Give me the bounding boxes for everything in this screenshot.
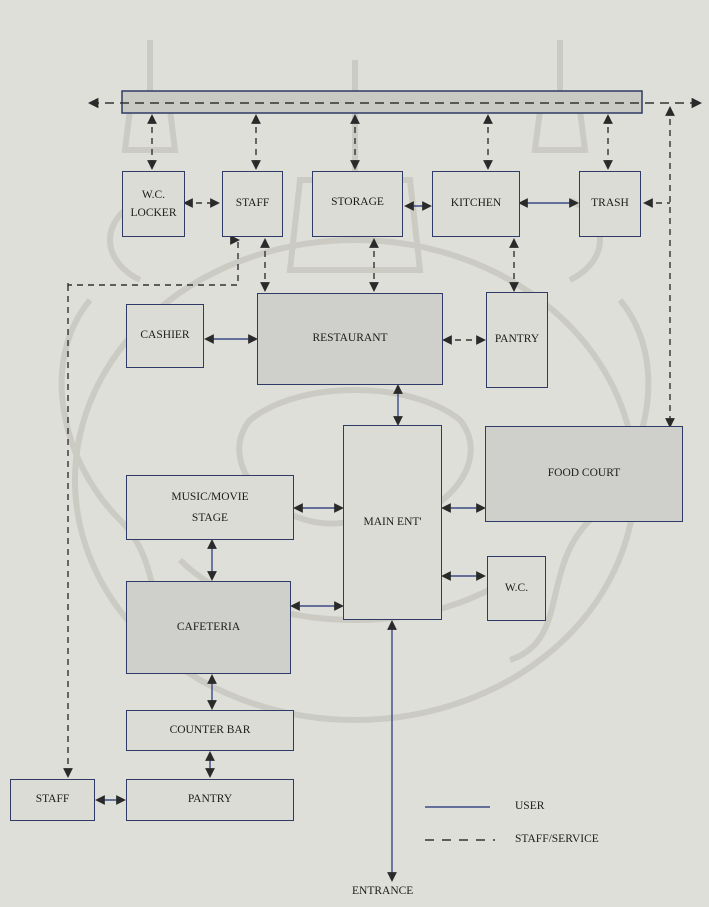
legend-staff-service-label: STAFF/SERVICE: [515, 833, 599, 845]
room-pantry-top: PANTRY: [486, 292, 548, 388]
entrance-label: ENTRANCE: [352, 885, 414, 897]
room-main-entrance: MAIN ENT': [343, 425, 442, 620]
room-pantry-bottom: PANTRY: [126, 779, 294, 821]
room-staff-top: STAFF: [222, 171, 283, 237]
room-wc: W.C.: [487, 556, 546, 621]
room-food-court: FOOD COURT: [485, 426, 683, 522]
legend-user-label: USER: [515, 800, 545, 812]
room-counter-bar: COUNTER BAR: [126, 710, 294, 751]
room-wc-locker: W.C. LOCKER: [122, 171, 185, 237]
room-kitchen: KITCHEN: [432, 171, 520, 237]
room-storage: STORAGE: [312, 171, 403, 237]
room-cashier: CASHIER: [126, 304, 204, 368]
room-cafeteria: CAFETERIA: [126, 581, 291, 674]
service-corridor: [121, 90, 643, 114]
room-restaurant: RESTAURANT: [257, 293, 443, 385]
room-staff-bottom: STAFF: [10, 779, 95, 821]
room-trash: TRASH: [579, 171, 641, 237]
room-music-movie-stage: MUSIC/MOVIE STAGE: [126, 475, 294, 540]
service-line-left-top: [67, 240, 239, 286]
